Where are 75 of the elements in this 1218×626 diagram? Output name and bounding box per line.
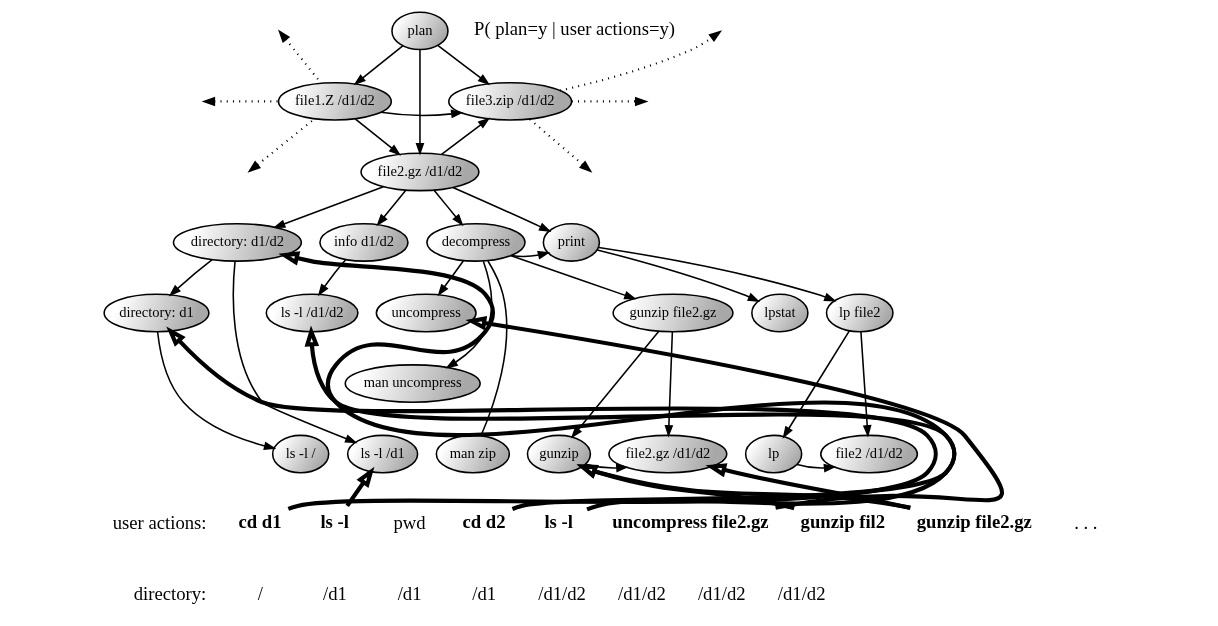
label: /d1 <box>472 582 497 604</box>
node-ellipse: plan <box>391 11 449 51</box>
arrow <box>272 185 385 229</box>
arrow <box>596 249 761 302</box>
arrow <box>597 246 837 302</box>
arrow <box>354 118 402 156</box>
arrow <box>705 463 911 510</box>
node-ellipse: ls -l / <box>271 434 330 474</box>
label: /d1/d2 <box>697 582 746 604</box>
label: pwd <box>393 512 426 534</box>
arrow <box>796 463 837 473</box>
node-ellipse: uncompress <box>375 293 477 333</box>
node-ellipse: decompress <box>426 223 526 262</box>
arrow <box>664 331 674 438</box>
arrow <box>440 117 491 156</box>
label: /d1 <box>397 582 422 604</box>
node-text: ls -l <box>320 511 349 533</box>
node-ellipse: gunzip <box>526 434 592 474</box>
label: /d1/d2 <box>538 582 586 604</box>
node-ellipse: man zip <box>435 434 511 474</box>
arrow <box>433 189 464 227</box>
node-ellipse: man uncompress <box>344 364 481 403</box>
label: / <box>257 582 263 604</box>
arrow <box>860 331 872 438</box>
arrow <box>584 463 629 473</box>
arrow <box>278 29 322 84</box>
arrow <box>559 30 723 92</box>
node-ellipse: lp <box>744 434 803 474</box>
label: /d1/d2 <box>777 582 826 604</box>
arrow <box>452 186 552 232</box>
label: /d1/d2 <box>618 582 666 604</box>
node-ellipse: directory: d1 <box>103 293 210 333</box>
node-text: cd d2 <box>462 511 506 533</box>
arrow <box>510 254 637 300</box>
arrow <box>576 464 911 510</box>
label: . . . <box>1074 512 1098 534</box>
arrow <box>156 330 277 450</box>
node-text: gunzip fil2 <box>800 511 886 533</box>
arrow <box>304 325 957 512</box>
arrow <box>529 118 593 173</box>
node-ellipse: print <box>542 223 601 262</box>
arrow <box>166 326 938 511</box>
node-text: uncompress file2.gz <box>612 511 769 533</box>
arrow <box>278 251 957 511</box>
label: /d1 <box>322 582 347 604</box>
arrow <box>345 466 375 508</box>
node-ellipse: file2.gz /d1/d2 <box>360 152 480 192</box>
arrow <box>437 260 465 297</box>
arrow <box>465 316 1004 510</box>
arrow <box>782 330 851 439</box>
label: user actions: <box>112 512 207 534</box>
node-ellipse: lpstat <box>751 293 809 333</box>
label: P( plan=y | user actions=y) <box>474 18 675 40</box>
arrow <box>380 109 464 119</box>
arrow <box>168 258 213 297</box>
arrow <box>510 251 551 260</box>
arrow <box>201 96 279 107</box>
node-ellipse: info d1/d2 <box>319 223 409 262</box>
node-ellipse: ls -l /d1/d2 <box>265 293 359 333</box>
arrow <box>570 330 660 439</box>
node-text: ls -l <box>544 511 573 533</box>
label: directory: <box>133 582 207 604</box>
arrow <box>571 96 649 107</box>
arrow <box>376 189 407 227</box>
node-ellipse: directory: d1/d2 <box>172 223 303 262</box>
arrow <box>576 464 795 511</box>
node-text: cd d1 <box>238 511 282 533</box>
arrow <box>353 45 404 86</box>
arrow <box>247 118 315 173</box>
arrow <box>415 49 425 156</box>
node-ellipse: file1.Z /d1/d2 <box>277 81 393 121</box>
arrow <box>437 44 491 86</box>
arrow <box>317 258 347 297</box>
node-text: gunzip file2.gz <box>916 511 1032 533</box>
arrow <box>445 260 493 369</box>
